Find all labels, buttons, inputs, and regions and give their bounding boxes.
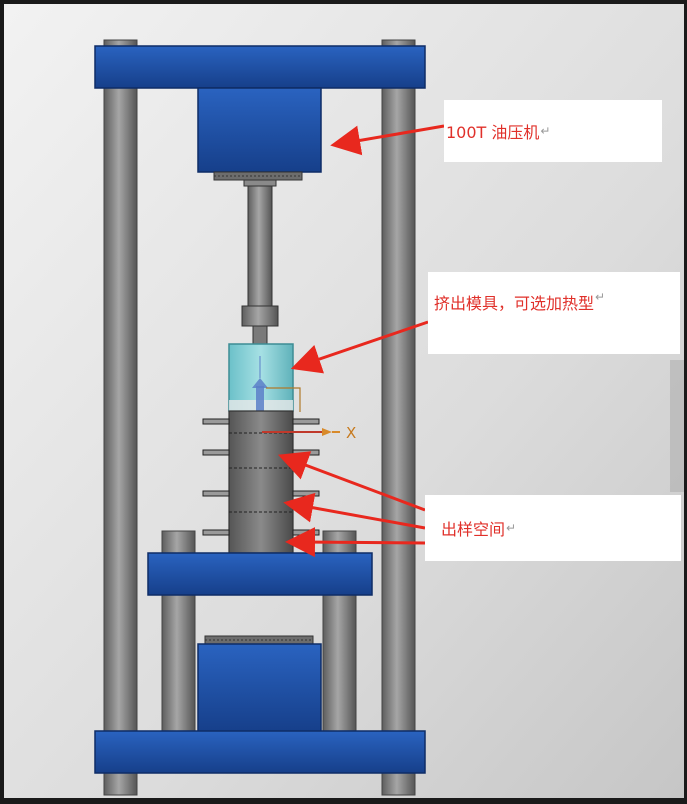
hydraulic-cylinder (197, 87, 322, 173)
bottom-base (94, 730, 426, 774)
top-crossbeam (94, 45, 426, 89)
rod-coupling (241, 305, 279, 327)
arrow-to-sample-2 (283, 492, 426, 530)
x-axis-label: X (346, 424, 356, 442)
barrel-body (228, 410, 294, 554)
right-column (381, 39, 416, 796)
arrow-to-die (290, 320, 429, 374)
lower-cylinder (197, 643, 322, 733)
middle-platen (147, 552, 373, 596)
press-label-text: 100T 油压机 (446, 123, 540, 142)
sample-space-label: 出样空间↵ (425, 495, 681, 561)
arrow-to-sample-1 (277, 451, 426, 512)
left-column (103, 39, 138, 796)
sample-label-text: 出样空间 (441, 520, 506, 539)
callout-arrows (277, 124, 445, 558)
piston-rod (247, 185, 273, 307)
return-mark: ↵ (540, 124, 551, 138)
return-mark: ↵ (595, 290, 606, 304)
arrow-to-press (330, 124, 445, 156)
die-label: 挤出模具，可选加热型↵ (428, 272, 680, 354)
press-label: 100T 油压机↵ (444, 100, 662, 162)
return-mark: ↵ (506, 521, 517, 535)
arrow-to-sample-3 (285, 527, 426, 558)
left-heater-pins (202, 418, 230, 536)
die-label-text: 挤出模具，可选加热型 (434, 294, 595, 313)
